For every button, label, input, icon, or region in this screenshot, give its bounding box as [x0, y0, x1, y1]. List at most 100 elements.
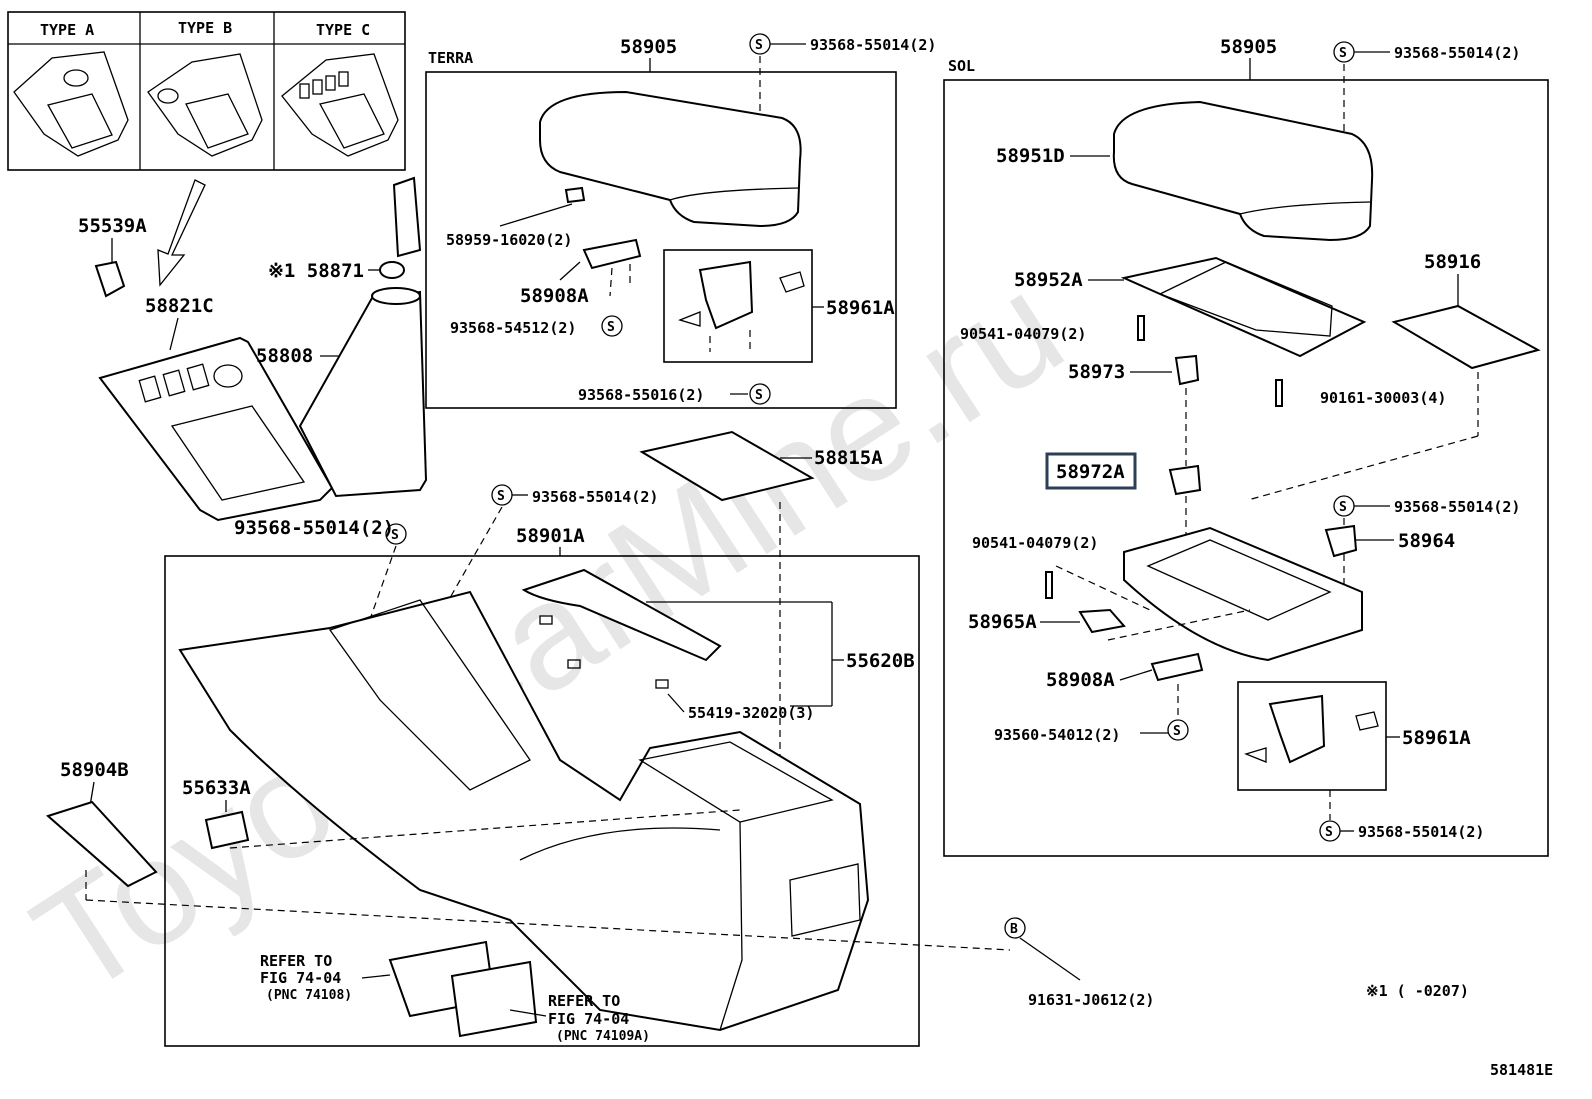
refer2-line3: (PNC 74109A) — [556, 1029, 650, 1044]
screw-90541-b — [1045, 571, 1053, 599]
inner-lid-58952A — [1120, 256, 1367, 358]
label-terra-58961A: 58961A — [826, 297, 895, 319]
type-b-panel-drawing — [147, 53, 263, 157]
shift-knob-58871 — [379, 176, 422, 279]
clip-58972A — [1168, 464, 1202, 496]
label-sol-58961A: 58961A — [1402, 727, 1471, 749]
cushion-58959 — [564, 186, 586, 204]
label-58965A: 58965A — [968, 611, 1037, 633]
mat-58815A — [639, 430, 815, 502]
refer1-line2: FIG 74-04 — [260, 969, 341, 987]
label-93560-54012: 93560-54012(2) — [994, 726, 1120, 744]
label-sol-93568-55014-bottom: 93568-55014(2) — [1358, 823, 1484, 841]
clip-58973 — [1174, 354, 1200, 386]
label-90161-30003: 90161-30003(4) — [1320, 389, 1446, 407]
label-58964: 58964 — [1398, 530, 1455, 552]
label-terra-93568-55014: 93568-55014(2) — [810, 36, 936, 54]
highlight-58972A — [1045, 452, 1137, 490]
type-table: TYPE A TYPE B TYPE C — [7, 11, 406, 171]
type-b-label: TYPE B — [178, 19, 232, 37]
marker-s-terra-mid: S — [607, 320, 615, 335]
label-58904B: 58904B — [60, 759, 129, 781]
label-55539A: 55539A — [78, 215, 147, 237]
label-58815A: 58815A — [814, 447, 883, 469]
hinge-box-terra — [663, 249, 813, 363]
marker-s-sol-top: S — [1339, 46, 1347, 61]
label-58808: 58808 — [256, 345, 313, 367]
marker-s-sol-lower: S — [1173, 724, 1181, 739]
type-a-panel-drawing — [13, 51, 129, 157]
cover-58904B — [46, 800, 158, 888]
clip-55539A — [94, 260, 126, 298]
label-55620B: 55620B — [846, 650, 915, 672]
hinge-58961A-terra — [678, 260, 805, 352]
refer2-line1: REFER TO — [548, 992, 620, 1010]
bracket-58964 — [1324, 524, 1358, 558]
type-c-label: TYPE C — [316, 21, 370, 39]
refer1-line1: REFER TO — [260, 952, 332, 970]
marker-b: B — [1010, 922, 1018, 937]
marker-s-sol-bottom: S — [1325, 825, 1333, 840]
marker-s-sol-mid: S — [1339, 500, 1347, 515]
screw-90161 — [1275, 379, 1283, 407]
label-terra-93568-54512: 93568-54512(2) — [450, 319, 576, 337]
shift-boot-58808 — [298, 287, 428, 498]
shift-panel-58821C — [98, 336, 334, 522]
mat-58916 — [1391, 304, 1541, 370]
type-a-label: TYPE A — [40, 21, 94, 39]
pad-55419-b — [567, 659, 581, 669]
arrow-indicator — [157, 179, 206, 287]
label-terra-58908A: 58908A — [520, 285, 589, 307]
label-sol-90541-04079-a: 90541-04079(2) — [960, 325, 1086, 343]
lid-55620B — [521, 568, 722, 662]
terra-section-box — [425, 71, 897, 409]
refer1-line3: (PNC 74108) — [266, 988, 352, 1003]
label-93568-55014-left: 93568-55014(2) — [234, 517, 394, 539]
center-console-58901A — [178, 590, 870, 1032]
marker-s-left: S — [391, 528, 399, 543]
label-58952A: 58952A — [1014, 269, 1083, 291]
label-58871: ※1 58871 — [268, 260, 364, 282]
footnote-star: ※1 ( -0207) — [1366, 982, 1469, 1000]
label-sol-93568-55014-top: 93568-55014(2) — [1394, 44, 1520, 62]
label-58901A: 58901A — [516, 525, 585, 547]
latch-58965A — [1078, 608, 1126, 634]
label-58821C: 58821C — [145, 295, 214, 317]
label-sol-58905: 58905 — [1220, 36, 1277, 58]
storage-tray — [1123, 526, 1363, 662]
label-sol-58908A: 58908A — [1046, 669, 1115, 691]
armrest-lid-terra — [539, 90, 802, 228]
marker-s-terra-bottom: S — [755, 388, 763, 403]
lock-58908A-sol — [1150, 652, 1204, 682]
pad-55633A — [204, 810, 250, 850]
type-c-panel-drawing — [281, 53, 399, 157]
label-55419-32020: 55419-32020(3) — [688, 704, 814, 722]
terra-label: TERRA — [428, 49, 473, 67]
label-terra-93568-55016: 93568-55016(2) — [578, 386, 704, 404]
label-55633A: 55633A — [182, 777, 251, 799]
label-58916: 58916 — [1424, 251, 1481, 273]
cup-holder-74109A — [450, 960, 538, 1038]
label-58973: 58973 — [1068, 361, 1125, 383]
figure-code: 581481E — [1490, 1061, 1553, 1079]
marker-s-mid: S — [497, 489, 505, 504]
marker-s-terra-top: S — [755, 38, 763, 53]
console-section-box — [164, 555, 920, 1047]
screw-90541-a — [1137, 315, 1145, 341]
label-58972A: 58972A — [1056, 461, 1125, 483]
hinge-box-sol — [1237, 681, 1387, 791]
label-58951D: 58951D — [996, 145, 1065, 167]
label-sol-93568-55014-mid: 93568-55014(2) — [1394, 498, 1520, 516]
label-91631-J0612: 91631-J0612(2) — [1028, 991, 1154, 1009]
sol-label: SOL — [948, 57, 975, 75]
armrest-lid-sol — [1112, 100, 1374, 242]
lock-58908A-terra — [582, 238, 642, 297]
pad-55419-a — [539, 615, 553, 625]
label-terra-58959-16020: 58959-16020(2) — [446, 231, 572, 249]
hinge-58961A-sol — [1244, 694, 1379, 764]
refer2-line2: FIG 74-04 — [548, 1010, 629, 1028]
label-terra-58905: 58905 — [620, 36, 677, 58]
pad-55419-c — [655, 679, 669, 689]
sol-section-box — [943, 79, 1549, 857]
